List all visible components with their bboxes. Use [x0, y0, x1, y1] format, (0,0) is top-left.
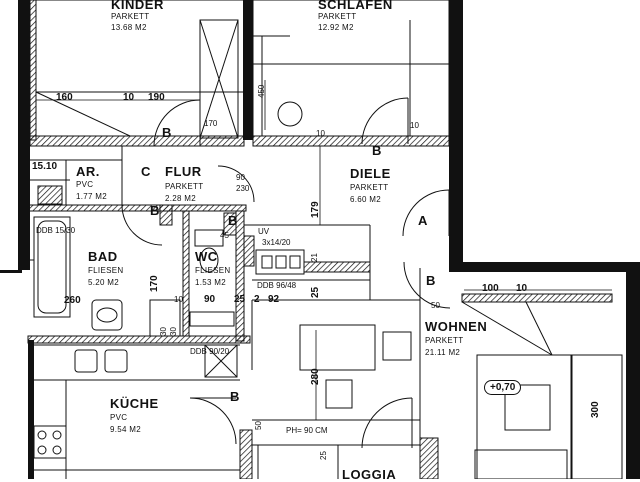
room-name-bad: BAD — [88, 249, 118, 264]
room-name-ar: AR. — [76, 164, 100, 179]
room-name-kinder: KINDER — [111, 0, 164, 12]
hatched-walls — [27, 0, 613, 479]
annotation-ddb: DDB 96/48 — [257, 281, 297, 290]
dim-label: 50 — [254, 421, 263, 430]
dim-label: 10 — [316, 129, 325, 138]
dim-label: 280 — [310, 368, 321, 385]
dim-label: 2 — [254, 294, 260, 305]
dimension-lines — [36, 80, 612, 420]
room-name-schlafen: SCHLAFEN — [318, 0, 393, 12]
room-name-diele: DIELE — [350, 166, 391, 181]
room-area-ar: 1.77 M2 — [76, 192, 108, 201]
dim-label: 50 — [431, 301, 440, 310]
dim-label: 15.10 — [32, 161, 58, 172]
dim-label: 90 — [236, 173, 245, 182]
room-material-kueche: PVC — [110, 413, 128, 422]
room-material-wc: FLIESEN — [195, 266, 231, 275]
dim-label: 25 — [310, 286, 321, 298]
door-mark: B — [426, 273, 436, 288]
door-mark: B — [372, 143, 382, 158]
door-mark: B — [150, 203, 160, 218]
room-material-kinder: PARKETT — [111, 12, 150, 21]
dim-label: 25 — [319, 451, 328, 460]
door-mark: A — [418, 213, 428, 228]
door-mark: B — [162, 125, 172, 140]
room-area-wohnen: 21.11 M2 — [425, 348, 461, 357]
room-area-kinder: 13.68 M2 — [111, 23, 147, 32]
door-mark: C — [141, 164, 151, 179]
dim-label: 260 — [64, 295, 81, 306]
dim-label: 100 — [482, 283, 499, 294]
dim-label: 160 — [56, 92, 73, 103]
dim-label: 92 — [268, 294, 280, 305]
room-area-diele: 6.60 M2 — [350, 195, 382, 204]
room-material-diele: PARKETT — [350, 183, 389, 192]
room-name-wc: WC — [195, 249, 218, 264]
annotation-ddb: DDB 90/20 — [190, 347, 230, 356]
dim-label: 190 — [148, 92, 165, 103]
level-marker: +0,70 — [484, 380, 522, 395]
dim-label: 25 — [234, 294, 246, 305]
annotation-ddb: DDB 15/30 — [36, 226, 76, 235]
room-area-kueche: 9.54 M2 — [110, 425, 142, 434]
door-mark: B — [230, 389, 240, 404]
annotation-uv: UV — [258, 227, 270, 236]
dim-label: 170 — [149, 275, 160, 292]
annotation-vent: 3x14/20 — [262, 238, 291, 247]
room-area-schlafen: 12.92 M2 — [318, 23, 354, 32]
room-material-bad: FLIESEN — [88, 266, 124, 275]
dim-label: 21 — [310, 253, 319, 262]
annotation-parapet-height: PH= 90 CM — [286, 426, 328, 435]
room-area-flur: 2.28 M2 — [165, 194, 197, 203]
room-name-kueche: KÜCHE — [110, 396, 159, 411]
room-material-wohnen: PARKETT — [425, 336, 464, 345]
room-material-schlafen: PARKETT — [318, 12, 357, 21]
interior-lines — [30, 0, 623, 479]
room-name-wohnen: WOHNEN — [425, 319, 488, 334]
dim-label: 10 — [123, 92, 135, 103]
dim-label: 10 — [410, 121, 419, 130]
room-material-ar: PVC — [76, 180, 94, 189]
door-swings — [121, 97, 451, 449]
dim-label: 230 — [236, 184, 250, 193]
dim-label: 45 — [220, 231, 229, 240]
room-name-flur: FLUR — [165, 164, 202, 179]
room-area-bad: 5.20 M2 — [88, 278, 120, 287]
dim-label: 170 — [204, 119, 218, 128]
dim-label: 30 — [169, 327, 178, 336]
room-material-flur: PARKETT — [165, 182, 204, 191]
room-name-loggia: LOGGIA — [342, 467, 397, 482]
door-mark: B — [228, 213, 238, 228]
dim-label: 450 — [257, 84, 266, 98]
dim-label: 179 — [310, 201, 321, 218]
dim-label: 90 — [204, 294, 216, 305]
room-area-wc: 1.53 M2 — [195, 278, 227, 287]
dim-label: 300 — [590, 401, 601, 418]
dim-label: 30 — [159, 327, 168, 336]
dim-label: 10 — [516, 283, 528, 294]
dim-label: 10 — [174, 295, 183, 304]
